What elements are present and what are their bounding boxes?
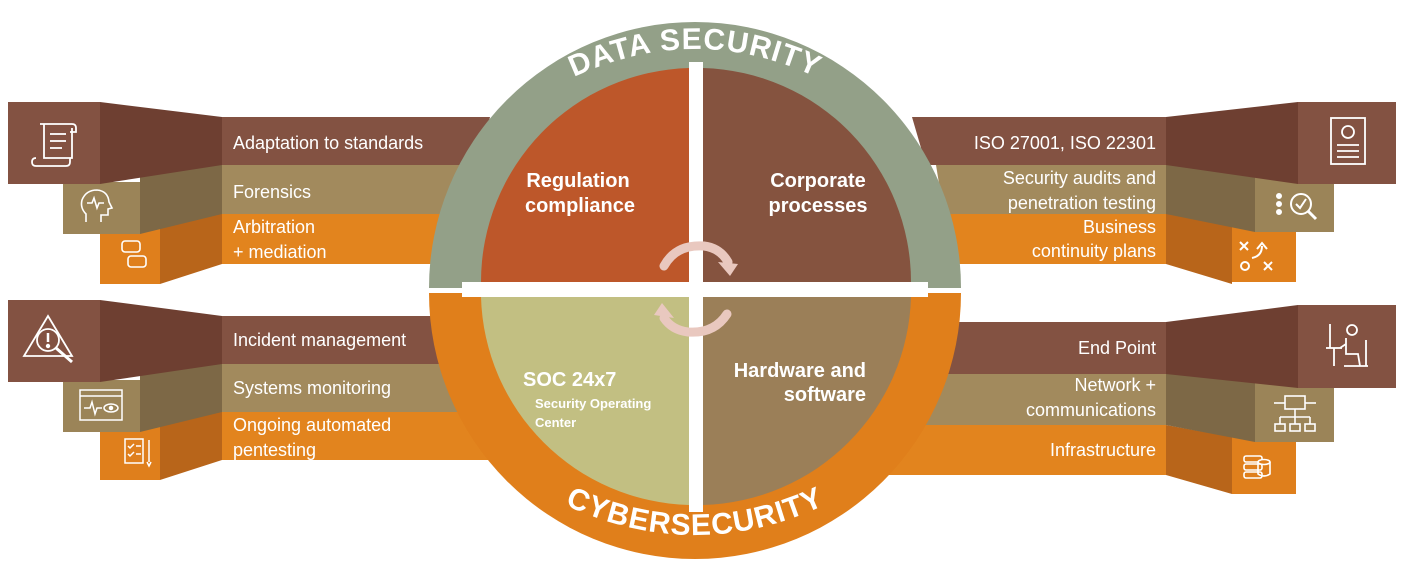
forensics-label: Forensics <box>233 182 311 202</box>
monitor-eye-icon <box>79 389 123 421</box>
network-label-line2: communications <box>1026 400 1156 420</box>
adaptation-icon-box <box>8 102 100 184</box>
left-top-group: Arbitration + mediation Forensics Adapta… <box>8 102 490 284</box>
soc-title: SOC 24x7 <box>523 369 616 391</box>
audits-label-line1: Security audits and <box>1003 168 1156 188</box>
infrastructure-icon-box <box>1232 437 1296 494</box>
continuity-icon-box <box>1232 224 1296 282</box>
iso-bar-side <box>1166 102 1298 184</box>
person-desk-icon <box>1326 324 1368 367</box>
network-icon <box>1274 395 1316 432</box>
audits-bar <box>936 165 1166 214</box>
arbitration-label-line1: Arbitration <box>233 217 315 237</box>
forensics-icon-box <box>63 182 140 234</box>
monitoring-label: Systems monitoring <box>233 378 391 398</box>
checklist-pencil-icon <box>124 438 152 468</box>
database-icon <box>1243 455 1271 479</box>
monitoring-bar-side <box>140 364 222 432</box>
scroll-icon <box>31 123 77 167</box>
endpoint-bar <box>934 322 1166 374</box>
strategy-icon <box>1239 241 1273 271</box>
pentesting-bar <box>222 412 498 460</box>
corporate-title-line2: processes <box>769 195 868 217</box>
regulation-title-line1: Regulation <box>526 170 629 192</box>
arrow-head-top <box>718 262 738 276</box>
pentesting-label-line2: pentesting <box>233 440 316 460</box>
continuity-bar-side <box>1166 214 1232 284</box>
incident-icon-box <box>8 300 100 382</box>
iso-label: ISO 27001, ISO 22301 <box>974 133 1156 153</box>
forensics-bar-side <box>140 165 222 234</box>
arrow-head-bottom <box>654 303 674 318</box>
adaptation-bar <box>222 117 490 165</box>
cross-horizontal <box>462 282 928 297</box>
monitoring-bar <box>222 364 476 412</box>
adaptation-label: Adaptation to standards <box>233 133 423 153</box>
infrastructure-bar <box>878 425 1166 475</box>
monitoring-icon-box <box>63 380 140 432</box>
infrastructure-bar-side <box>1166 425 1232 494</box>
soc-subtitle-line1: Security Operating <box>535 396 651 411</box>
continuity-label-line1: Business <box>1083 217 1156 237</box>
network-bar-side <box>1166 374 1255 442</box>
pentesting-icon-box <box>100 423 160 480</box>
soc-subtitle-line2: Center <box>535 415 576 430</box>
audits-bar-side <box>1166 165 1255 232</box>
network-label-line1: Network + <box>1074 375 1156 395</box>
adaptation-bar-side <box>100 102 222 184</box>
arbitration-bar-side <box>160 214 222 284</box>
pentesting-label-line1: Ongoing automated <box>233 415 391 435</box>
regulation-quadrant <box>480 68 689 282</box>
central-circle: Regulation compliance Corporate processe… <box>429 22 961 559</box>
incident-bar-side <box>100 300 222 382</box>
left-bottom-group: Ongoing automated pentesting Systems mon… <box>8 300 498 480</box>
hardware-quadrant <box>703 297 911 505</box>
right-bottom-group: Infrastructure Network + communications <box>878 305 1396 494</box>
forensics-bar <box>222 165 470 214</box>
endpoint-label: End Point <box>1078 338 1156 358</box>
chat-bubbles-icon <box>121 240 147 268</box>
corporate-quadrant <box>703 68 911 282</box>
certificate-icon <box>1330 117 1366 165</box>
audit-magnifier-icon <box>1276 193 1318 221</box>
continuity-label-line2: continuity plans <box>1032 241 1156 261</box>
hardware-title-line1: Hardware and <box>734 360 866 382</box>
arbitration-label-line2: + mediation <box>233 242 327 262</box>
regulation-title-line2: compliance <box>525 195 635 217</box>
head-pulse-icon <box>80 189 114 222</box>
iso-icon-box <box>1298 102 1396 184</box>
warning-search-icon <box>22 314 74 364</box>
endpoint-bar-side <box>1166 305 1298 388</box>
hardware-title-line2: software <box>784 384 866 406</box>
incident-bar <box>222 316 470 364</box>
infrastructure-label: Infrastructure <box>1050 440 1156 460</box>
soc-quadrant <box>481 297 689 505</box>
network-bar <box>916 374 1166 425</box>
arbitration-bar <box>222 214 452 264</box>
audits-label-line2: penetration testing <box>1008 193 1156 213</box>
continuity-bar <box>942 214 1166 264</box>
right-top-group: Business continuity plans Security audit… <box>912 102 1396 284</box>
incident-label: Incident management <box>233 330 406 350</box>
cycle-arrows-icon <box>659 241 733 337</box>
pentesting-bar-side <box>160 412 222 480</box>
corporate-title-line1: Corporate <box>770 170 866 192</box>
endpoint-icon-box <box>1298 305 1396 388</box>
iso-bar <box>912 117 1166 165</box>
